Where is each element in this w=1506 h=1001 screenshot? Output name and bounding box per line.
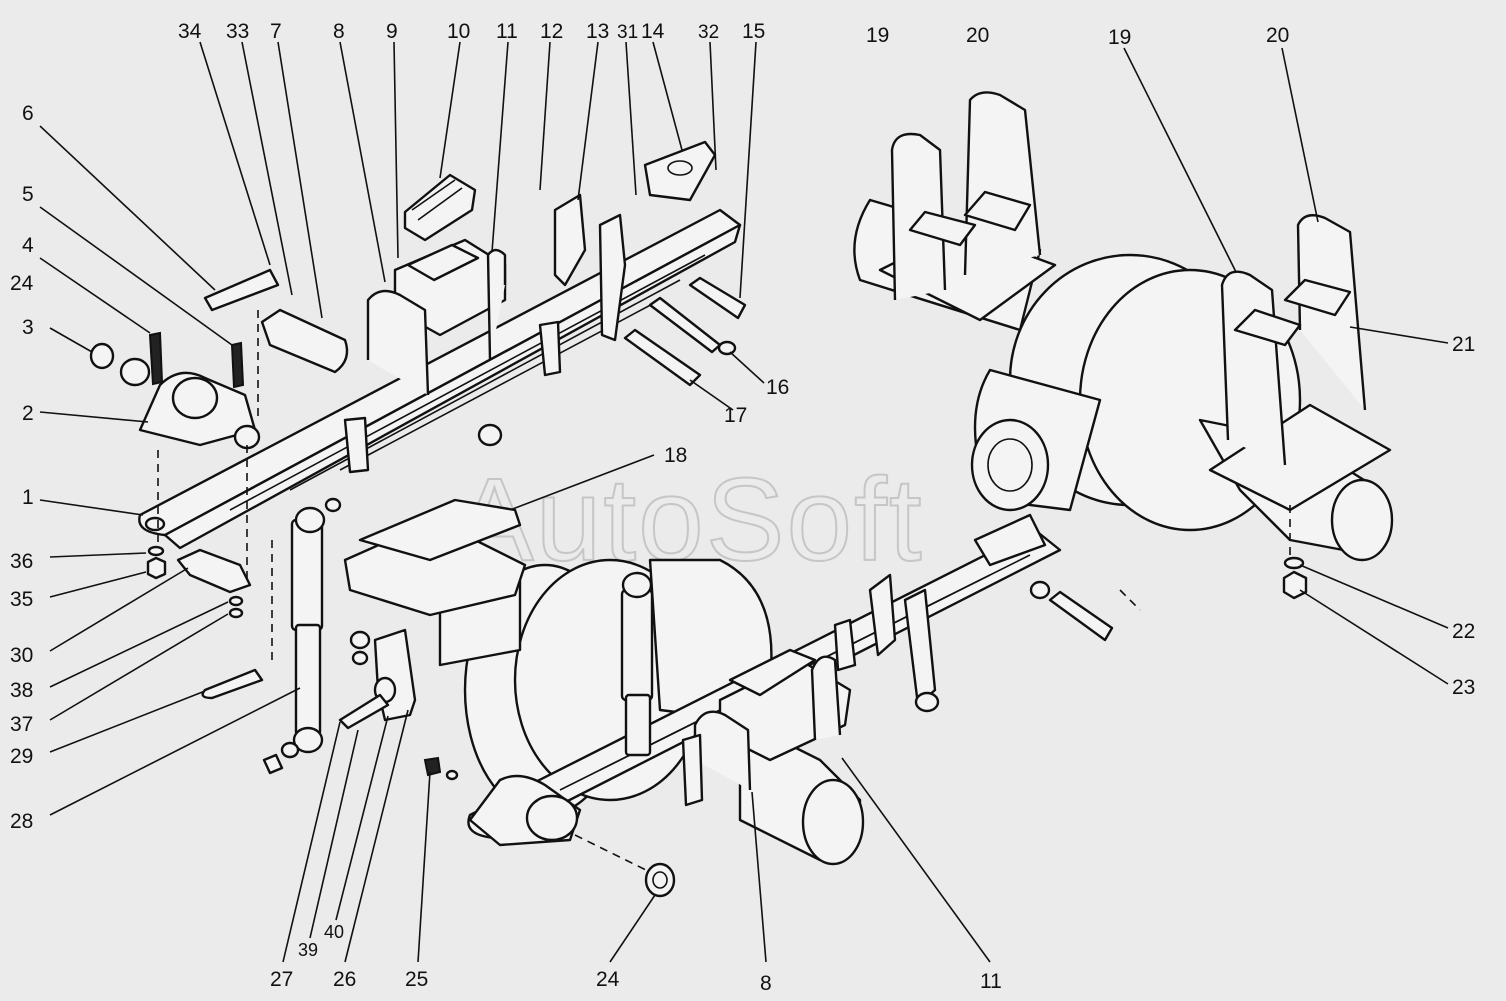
assembly-dash-lines bbox=[157, 310, 1291, 873]
label-11-top: 11 bbox=[496, 20, 518, 43]
lower-fasteners bbox=[349, 423, 1114, 898]
bolts-4-5 bbox=[148, 331, 245, 389]
label-28: 28 bbox=[10, 810, 33, 833]
leaf-spring-upper bbox=[138, 208, 742, 550]
label-19-top-left: 19 bbox=[866, 24, 889, 47]
label-18: 18 bbox=[664, 444, 687, 467]
label-25: 25 bbox=[405, 968, 428, 991]
label-31-top: 31 bbox=[617, 22, 638, 43]
label-20-top-right: 20 bbox=[1266, 24, 1289, 47]
label-39: 39 bbox=[298, 940, 318, 960]
rear-axle bbox=[853, 198, 1394, 562]
label-15-top: 15 bbox=[742, 20, 765, 43]
plate-6 bbox=[203, 268, 280, 312]
pin-29 bbox=[201, 668, 264, 700]
u-bolts-upper-8-11 bbox=[366, 248, 507, 396]
shock-absorber-28 bbox=[262, 497, 342, 775]
washers-37-38 bbox=[228, 595, 244, 619]
label-17: 17 bbox=[724, 404, 747, 427]
leaf-spring-lower bbox=[467, 513, 1062, 847]
label-26: 26 bbox=[333, 968, 356, 991]
label-29: 29 bbox=[10, 745, 33, 768]
nut-washer-35-36 bbox=[146, 545, 167, 580]
label-33-top: 33 bbox=[226, 20, 249, 43]
label-14-top: 14 bbox=[641, 20, 665, 43]
label-19-top-right: 19 bbox=[1108, 26, 1131, 49]
bracket-30 bbox=[176, 548, 252, 594]
spring-pin-7 bbox=[260, 308, 349, 374]
front-bracket-2 bbox=[89, 342, 261, 450]
label-30: 30 bbox=[10, 644, 33, 667]
u-bolts-rear-right bbox=[1220, 214, 1367, 466]
label-36: 36 bbox=[10, 550, 33, 573]
label-5: 5 bbox=[22, 183, 34, 206]
label-2: 2 bbox=[22, 402, 34, 425]
label-27: 27 bbox=[270, 968, 293, 991]
label-3: 3 bbox=[22, 316, 34, 339]
bracket-26 bbox=[338, 628, 417, 730]
label-10-top: 10 bbox=[447, 20, 470, 43]
label-23: 23 bbox=[1452, 676, 1475, 699]
label-8-bottom: 8 bbox=[760, 972, 772, 995]
leader-lines bbox=[39, 41, 1449, 963]
callout-labels: 34 33 7 8 9 10 11 12 13 31 14 32 15 19 2… bbox=[10, 20, 1475, 995]
label-24-bottom: 24 bbox=[596, 968, 620, 991]
label-32-top: 32 bbox=[698, 22, 719, 43]
label-9-top: 9 bbox=[386, 20, 398, 43]
label-24-left: 24 bbox=[10, 272, 34, 295]
label-13-top: 13 bbox=[586, 20, 609, 43]
label-7-top: 7 bbox=[270, 20, 282, 43]
label-38: 38 bbox=[10, 679, 33, 702]
label-22: 22 bbox=[1452, 620, 1475, 643]
nut-washer-22-23 bbox=[1282, 556, 1308, 600]
label-11-bottom: 11 bbox=[980, 970, 1002, 993]
label-20-top-left: 20 bbox=[966, 24, 989, 47]
label-40: 40 bbox=[324, 922, 344, 942]
pins-15-16-17 bbox=[623, 276, 747, 387]
u-bolts-rear-left bbox=[890, 91, 1042, 301]
label-1: 1 bbox=[22, 486, 34, 509]
label-34-top: 34 bbox=[178, 20, 202, 43]
label-4: 4 bbox=[22, 234, 34, 257]
shackle-13-bracket-14 bbox=[553, 140, 717, 342]
label-37: 37 bbox=[10, 713, 33, 736]
shock-absorber-front bbox=[620, 571, 654, 757]
label-8-top: 8 bbox=[333, 20, 345, 43]
label-16: 16 bbox=[766, 376, 789, 399]
label-6: 6 bbox=[22, 102, 34, 125]
label-21: 21 bbox=[1452, 333, 1475, 356]
label-12-top: 12 bbox=[540, 20, 563, 43]
label-35: 35 bbox=[10, 588, 33, 611]
